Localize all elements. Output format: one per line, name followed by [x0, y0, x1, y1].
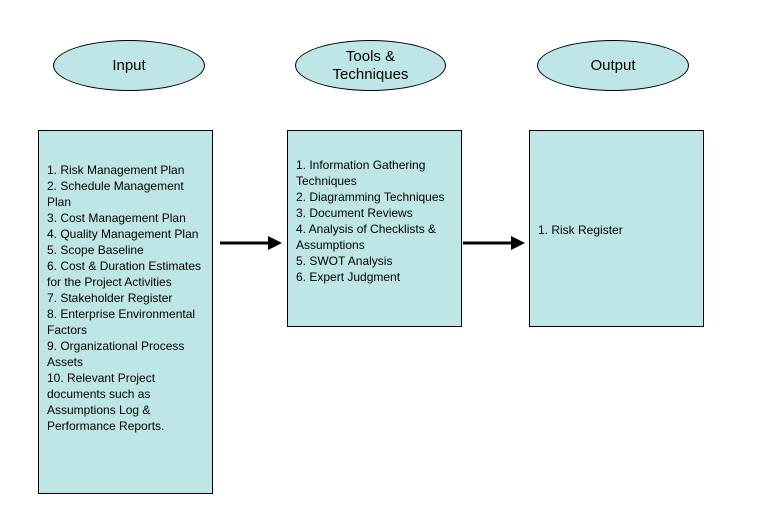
input-item: 8. Enterprise Environmental Factors	[47, 307, 196, 337]
tools-box: 1. Information Gathering Techniques 2. D…	[287, 130, 462, 327]
input-item: 3. Cost Management Plan	[47, 211, 186, 225]
tools-item: 2. Diagramming Techniques	[296, 190, 445, 204]
output-box: 1. Risk Register	[529, 130, 704, 327]
output-header-ellipse: Output	[537, 40, 689, 91]
tools-item: 3. Document Reviews	[296, 206, 413, 220]
input-item: 6. Cost & Duration Estimates for the Pro…	[47, 259, 202, 289]
output-item: 1. Risk Register	[538, 223, 623, 237]
input-item: 10. Relevant Project documents such as A…	[47, 371, 165, 433]
input-box: 1. Risk Management Plan 2. Schedule Mana…	[38, 130, 213, 494]
tools-item: 1. Information Gathering Techniques	[296, 158, 426, 188]
input-to-tools-arrow	[220, 236, 282, 250]
output-header-label: Output	[590, 56, 636, 74]
tools-to-output-arrow	[463, 236, 525, 250]
tools-item: 4. Analysis of Checklists & Assumptions	[296, 222, 437, 252]
tools-item: 5. SWOT Analysis	[296, 254, 393, 268]
input-item: 2. Schedule Management Plan	[47, 179, 184, 209]
input-item: 4. Quality Management Plan	[47, 227, 199, 241]
input-item: 1. Risk Management Plan	[47, 163, 185, 177]
input-item: 5. Scope Baseline	[47, 243, 144, 257]
tools-item: 6. Expert Judgment	[296, 270, 401, 284]
input-item: 9. Organizational Process Assets	[47, 339, 185, 369]
tools-header-label: Tools & Techniques	[332, 47, 409, 83]
tools-header-ellipse: Tools & Techniques	[295, 40, 446, 91]
input-item: 7. Stakeholder Register	[47, 291, 173, 305]
input-header-label: Input	[112, 56, 146, 74]
input-header-ellipse: Input	[53, 40, 205, 91]
